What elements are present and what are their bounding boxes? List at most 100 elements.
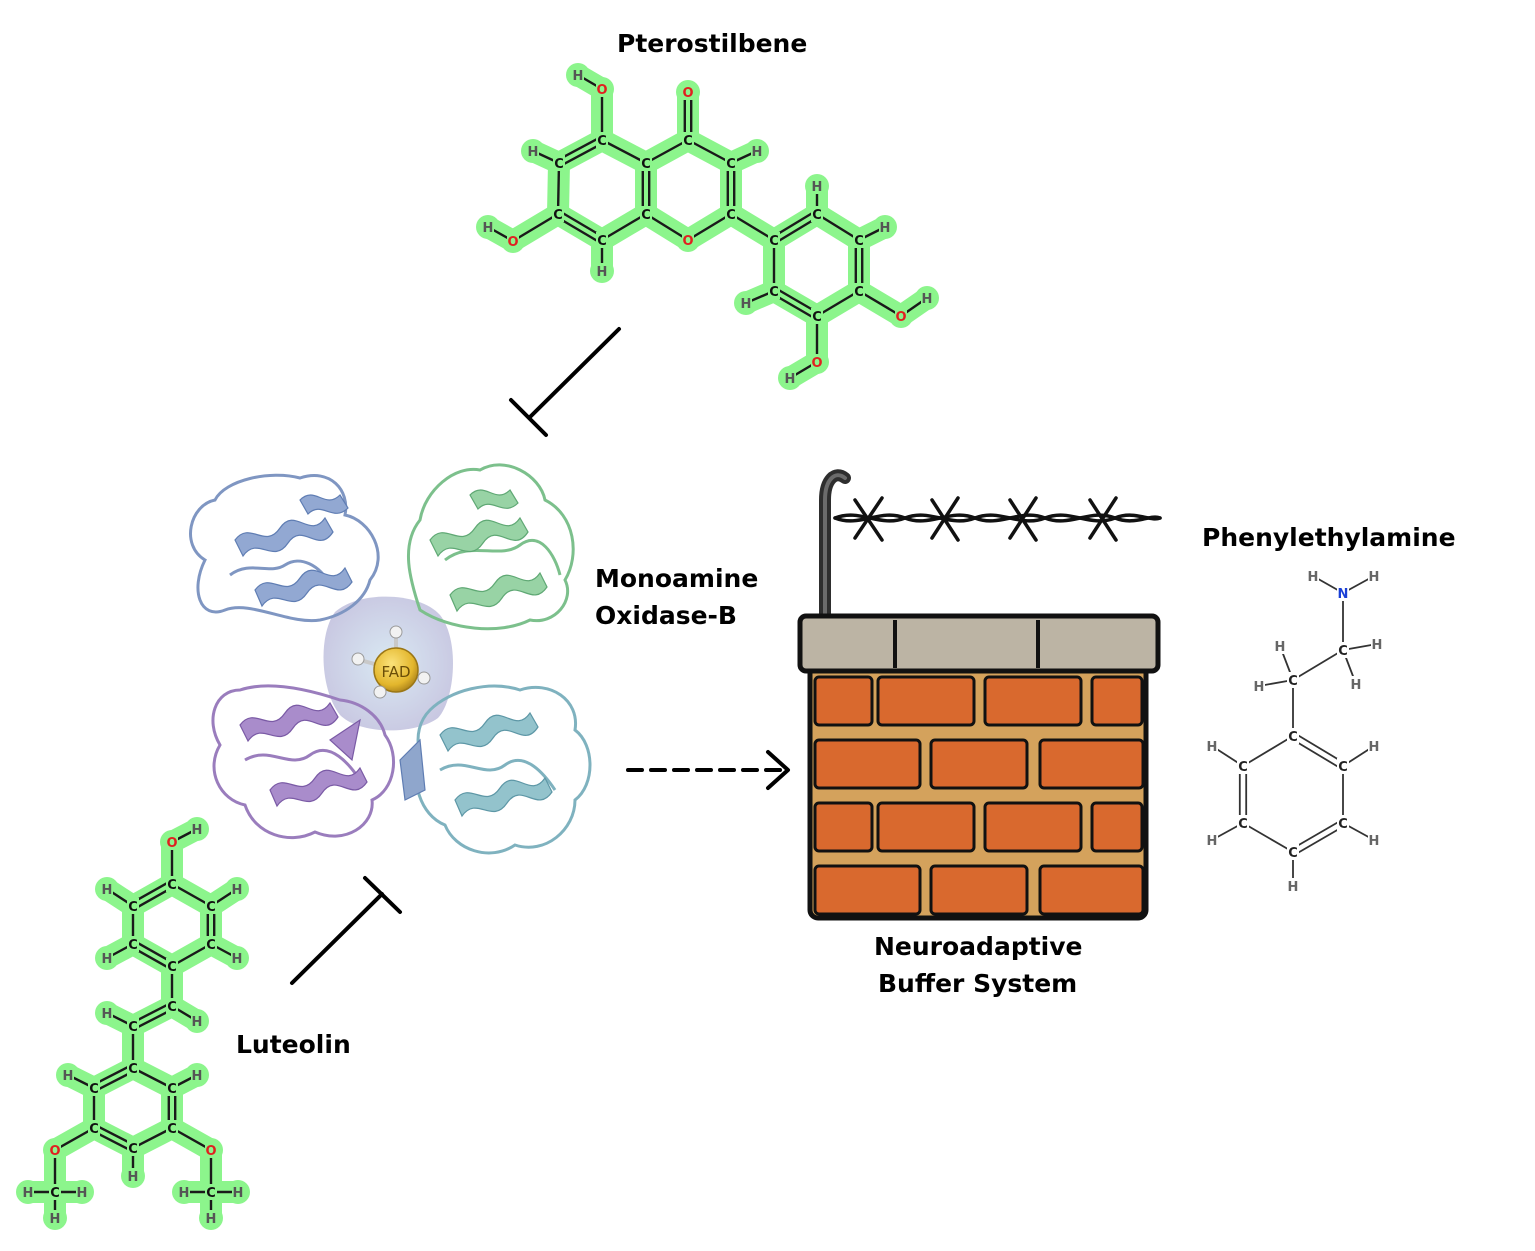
atom-label-bg xyxy=(88,1080,100,1096)
atom-label-bg xyxy=(596,263,608,279)
atom-label-bg xyxy=(682,84,694,100)
atom-label: H xyxy=(77,1186,88,1201)
atom-label-bg xyxy=(1371,636,1383,652)
phenylethylamine-label: Phenylethylamine xyxy=(1202,523,1456,552)
brick xyxy=(813,864,922,916)
single-bond xyxy=(1242,822,1294,853)
atom-label: C xyxy=(812,310,822,325)
atom-label: C xyxy=(854,234,864,249)
brick xyxy=(1038,864,1145,916)
single-bond xyxy=(556,162,561,215)
single-bond xyxy=(816,289,860,318)
atom-label: C xyxy=(683,134,693,149)
atom-label: O xyxy=(895,310,906,325)
single-bond xyxy=(645,138,689,165)
atom-label: H xyxy=(880,221,891,236)
atom-label: C xyxy=(206,900,216,915)
atom-label-bg xyxy=(205,898,217,914)
brick xyxy=(1038,738,1145,790)
atom-label-bg xyxy=(1287,728,1299,744)
single-bond xyxy=(858,289,902,318)
atom-label-bg xyxy=(88,1120,100,1136)
atom-label: C xyxy=(1238,817,1248,832)
atom-label: H xyxy=(206,1212,217,1227)
atom-label: H xyxy=(922,292,933,307)
single-bond xyxy=(730,212,775,242)
atom-label-bg xyxy=(768,283,780,299)
atom-label: H xyxy=(102,952,113,967)
atom-label-bg xyxy=(1253,678,1265,694)
atom-label: C xyxy=(641,208,651,223)
single-bond xyxy=(132,1126,173,1150)
atom-label-bg xyxy=(1337,815,1349,831)
atom-label: H xyxy=(1308,570,1319,585)
atom-label-bg xyxy=(49,1142,61,1158)
single-bond xyxy=(1292,649,1344,681)
single-bond xyxy=(645,212,689,242)
atom-label: C xyxy=(89,1082,99,1097)
atom-label: C xyxy=(50,1186,60,1201)
single-bond xyxy=(171,942,212,968)
atom-label-bg xyxy=(572,67,584,83)
atom-label: C xyxy=(554,157,564,172)
atom-label-bg xyxy=(482,219,494,235)
double-bond xyxy=(1290,819,1342,851)
atom-label-bg xyxy=(101,950,113,966)
atom-label: H xyxy=(597,265,608,280)
atom-label: H xyxy=(785,372,796,387)
atom-label: C xyxy=(128,900,138,915)
atom-label: C xyxy=(769,234,779,249)
atom-label: C xyxy=(167,1122,177,1137)
atom-label-bg xyxy=(1206,832,1218,848)
atom-label: H xyxy=(128,1170,139,1185)
atom-label: H xyxy=(192,1015,203,1030)
atom-label: H xyxy=(1207,834,1218,849)
atom-label: H xyxy=(573,69,584,84)
atom-label-bg xyxy=(751,143,763,159)
atom-label: C xyxy=(167,1082,177,1097)
atom-label-bg xyxy=(640,155,652,171)
atom-label-bg xyxy=(166,834,178,850)
atom-label: H xyxy=(741,297,752,312)
single-bond xyxy=(816,212,860,242)
atom-label-bg xyxy=(191,1013,203,1029)
brick-wall-icon xyxy=(797,469,1161,921)
atom-label-bg xyxy=(166,876,178,892)
atom-label: H xyxy=(1275,640,1286,655)
atom-label: H xyxy=(1207,740,1218,755)
atom-label-bg xyxy=(205,1184,217,1200)
atom-label-bg xyxy=(596,81,608,97)
atom-label-bg xyxy=(127,1168,139,1184)
atom-label: C xyxy=(597,234,607,249)
atom-label-bg xyxy=(22,1184,34,1200)
atom-label-bg xyxy=(768,232,780,248)
atom-label-bg xyxy=(895,308,907,324)
atom-label-bg xyxy=(127,1060,139,1076)
brick xyxy=(983,801,1083,853)
single-bond xyxy=(512,212,559,243)
atom-label: C xyxy=(726,157,736,172)
atom-label-bg xyxy=(166,958,178,974)
atom-label: C xyxy=(553,208,563,223)
atom-label-bg xyxy=(1237,815,1249,831)
atom-label-bg xyxy=(127,936,139,952)
atom-label-bg xyxy=(527,143,539,159)
atom-label-bg xyxy=(166,1120,178,1136)
atom-label-bg xyxy=(101,881,113,897)
atom-label: C xyxy=(89,1122,99,1137)
atom-label-bg xyxy=(596,232,608,248)
brick xyxy=(813,738,922,790)
atom-label: C xyxy=(167,960,177,975)
atom-label-bg xyxy=(191,1067,203,1083)
atom-label-bg xyxy=(784,370,796,386)
atom-label-bg xyxy=(1337,758,1349,774)
single-bond xyxy=(171,882,212,908)
atom-label-bg xyxy=(49,1184,61,1200)
atom-label-bg xyxy=(1368,832,1380,848)
atom-label-bg xyxy=(725,206,737,222)
atom-label: H xyxy=(50,1212,61,1227)
atom-label: C xyxy=(206,938,216,953)
atom-label-bg xyxy=(232,1184,244,1200)
